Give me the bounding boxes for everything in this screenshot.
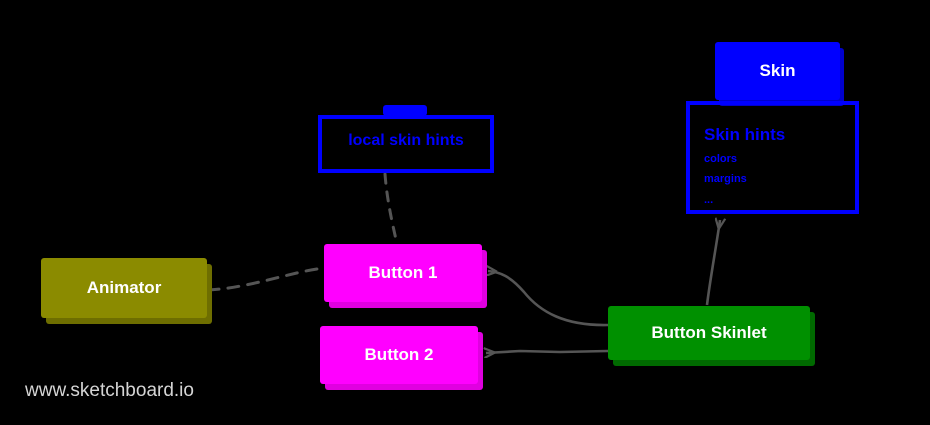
connector-skinlet-to-button1 bbox=[488, 271, 609, 327]
node-local-skin-hints-title: local skin hints bbox=[348, 132, 464, 149]
local-skin-hints-tab-icon bbox=[383, 105, 427, 116]
node-button-2-label: Button 2 bbox=[364, 345, 434, 364]
watermark: www.sketchboard.io bbox=[25, 380, 194, 401]
node-skin-hints-line-margins: margins bbox=[704, 173, 747, 185]
node-skin-label: Skin bbox=[759, 61, 796, 80]
node-button-1[interactable]: Button 1 bbox=[324, 244, 482, 302]
node-button-2[interactable]: Button 2 bbox=[320, 326, 478, 384]
node-animator-label: Animator bbox=[86, 278, 162, 297]
connector-localhints-to-button1 bbox=[383, 172, 399, 246]
node-skin-hints[interactable]: Skin hints colors margins ... bbox=[686, 101, 859, 214]
node-button-skinlet-label: Button Skinlet bbox=[651, 323, 767, 342]
node-skin-hints-line-colors: colors bbox=[704, 153, 738, 165]
connector-skinlet-to-button2 bbox=[486, 351, 609, 353]
node-button-1-label: Button 1 bbox=[368, 263, 438, 282]
node-local-skin-hints[interactable]: local skin hints bbox=[318, 115, 494, 173]
node-skin-hints-line-ellipsis: ... bbox=[704, 194, 714, 206]
connector-skinlet-to-skinhints bbox=[705, 220, 720, 306]
node-skin[interactable]: Skin bbox=[715, 42, 840, 100]
node-button-skinlet[interactable]: Button Skinlet bbox=[608, 306, 810, 360]
node-animator[interactable]: Animator bbox=[41, 258, 207, 318]
node-skin-hints-title: Skin hints bbox=[704, 125, 786, 144]
connector-animator-to-button1 bbox=[206, 266, 326, 292]
